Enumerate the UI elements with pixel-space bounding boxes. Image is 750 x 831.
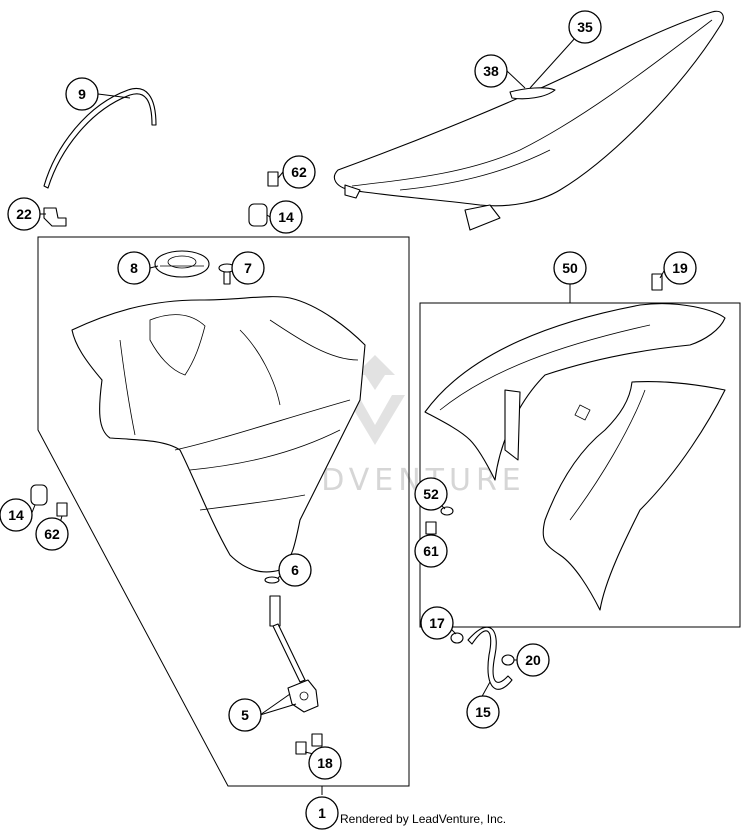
callout-15[interactable]: 15: [466, 695, 500, 729]
callout-38[interactable]: 38: [474, 54, 508, 88]
o-ring-part: [264, 576, 280, 584]
screws-part: [295, 733, 323, 755]
svg-text:5: 5: [241, 707, 249, 723]
svg-text:18: 18: [317, 755, 333, 771]
svg-text:8: 8: [130, 260, 138, 276]
fuel-pump-part: [269, 595, 319, 713]
callout-7[interactable]: 7: [231, 251, 265, 285]
svg-text:20: 20: [525, 652, 541, 668]
callout-62-left[interactable]: 62: [35, 517, 69, 551]
svg-text:14: 14: [8, 507, 24, 523]
left-bolt-part: [56, 502, 68, 517]
svg-text:35: 35: [577, 19, 593, 35]
svg-text:7: 7: [244, 260, 252, 276]
svg-text:15: 15: [475, 704, 491, 720]
svg-text:22: 22: [16, 206, 32, 222]
render-credit: Rendered by LeadVenture, Inc.: [340, 812, 506, 826]
bolt-part: [267, 171, 279, 187]
filler-cap-part: [154, 250, 210, 278]
callout-17[interactable]: 17: [420, 606, 454, 640]
svg-text:38: 38: [483, 63, 499, 79]
callout-35[interactable]: 35: [568, 10, 602, 44]
callout-61[interactable]: 61: [414, 534, 448, 568]
svg-text:9: 9: [78, 86, 86, 102]
callout-14-left[interactable]: 14: [0, 498, 33, 532]
svg-text:6: 6: [291, 562, 299, 578]
seat-part: [333, 10, 724, 231]
fuel-tank-group-frame: [37, 236, 410, 787]
callout-62-top[interactable]: 62: [282, 155, 316, 189]
callout-6[interactable]: 6: [278, 553, 312, 587]
callout-52[interactable]: 52: [414, 477, 448, 511]
svg-text:14: 14: [278, 209, 294, 225]
svg-text:61: 61: [423, 543, 439, 559]
rubber-bushing-part: [248, 203, 268, 227]
callout-9[interactable]: 9: [65, 77, 99, 111]
callout-8[interactable]: 8: [117, 251, 151, 285]
callout-19[interactable]: 19: [663, 251, 697, 285]
vent-hose-part: [467, 626, 513, 690]
svg-text:62: 62: [291, 164, 307, 180]
screw-part: [425, 521, 437, 535]
callout-50[interactable]: 50: [553, 251, 587, 285]
collar-part: [440, 506, 454, 516]
svg-text:50: 50: [562, 260, 578, 276]
svg-text:19: 19: [672, 260, 688, 276]
callout-20[interactable]: 20: [516, 643, 550, 677]
left-bushing-part: [30, 484, 48, 506]
callout-14-top[interactable]: 14: [269, 200, 303, 234]
callout-5[interactable]: 5: [228, 698, 262, 732]
fuel-tank-part: [71, 296, 366, 573]
hose-clamp-17-part: [450, 632, 464, 644]
spoiler-pair-part: [424, 303, 726, 611]
svg-text:1: 1: [318, 805, 326, 821]
svg-text:52: 52: [423, 486, 439, 502]
svg-text:17: 17: [429, 615, 445, 631]
callout-18[interactable]: 18: [308, 746, 342, 780]
elbow-fitting-part: [43, 207, 67, 227]
svg-text:62: 62: [44, 526, 60, 542]
callout-1[interactable]: 1: [305, 796, 339, 830]
breather-hose-part: [43, 88, 157, 189]
callout-22[interactable]: 22: [7, 197, 41, 231]
hose-clamp-20-part: [501, 654, 515, 666]
breather-valve-part: [218, 263, 236, 285]
spoiler-group-frame: [419, 302, 741, 628]
spoiler-bolt-part: [651, 273, 663, 291]
